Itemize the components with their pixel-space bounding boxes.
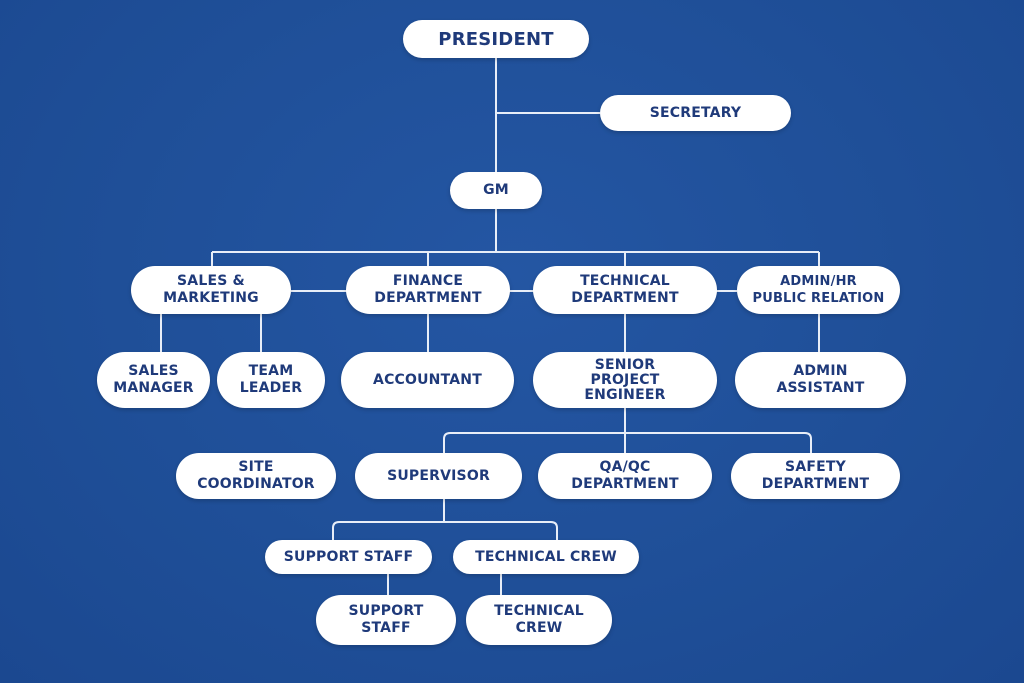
- node-sales-manager: SALES MANAGER: [97, 352, 210, 408]
- node-support-staff-2: SUPPORT STAFF: [316, 595, 456, 645]
- connector-supervisor-bus: [332, 521, 558, 540]
- node-qa-qc-department: QA/QC DEPARTMENT: [538, 453, 712, 499]
- node-supervisor: SUPERVISOR: [355, 453, 522, 499]
- node-technical-crew: TECHNICAL CREW: [453, 540, 639, 574]
- node-finance-department: FINANCE DEPARTMENT: [346, 266, 510, 314]
- node-accountant: ACCOUNTANT: [341, 352, 514, 408]
- node-safety-department: SAFETY DEPARTMENT: [731, 453, 900, 499]
- node-senior-project-engineer: SENIOR PROJECT ENGINEER: [533, 352, 717, 408]
- node-sales-marketing: SALES & MARKETING: [131, 266, 291, 314]
- node-support-staff: SUPPORT STAFF: [265, 540, 432, 574]
- node-president: PRESIDENT: [403, 20, 589, 58]
- node-technical-department: TECHNICAL DEPARTMENT: [533, 266, 717, 314]
- node-site-coordinator: SITE COORDINATOR: [176, 453, 336, 499]
- node-technical-crew-2: TECHNICAL CREW: [466, 595, 612, 645]
- node-gm: GM: [450, 172, 542, 209]
- node-admin-hr: ADMIN/HR PUBLIC RELATION: [737, 266, 900, 314]
- node-team-leader: TEAM LEADER: [217, 352, 325, 408]
- node-secretary: SECRETARY: [600, 95, 791, 131]
- connector-spe-bus: [443, 432, 812, 453]
- node-admin-assistant: ADMIN ASSISTANT: [735, 352, 906, 408]
